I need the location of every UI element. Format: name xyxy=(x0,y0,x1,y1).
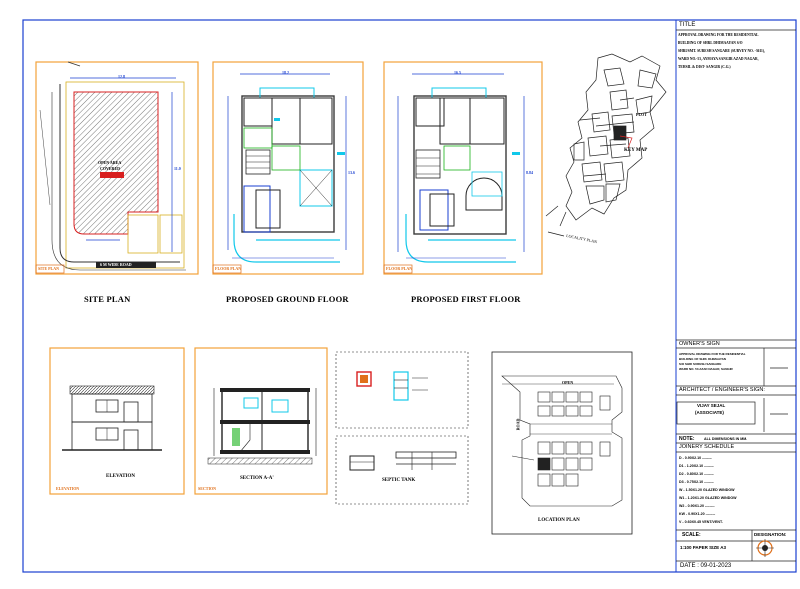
site-center-label: OPEN AREA xyxy=(98,160,122,165)
dim-label: 12.8 xyxy=(118,74,125,79)
site-plan-panel xyxy=(35,61,199,275)
dim-label: 16.5 xyxy=(454,70,461,75)
title-heading: TITLE xyxy=(679,22,696,28)
joinery-row: V - 0.60X0.45 VENT/VENT. xyxy=(679,520,723,524)
joinery-row: W1 - 1.20X1.20 GLAZED WINDOW xyxy=(679,496,737,500)
title-line: WARD NO.-53, AYMAYA SANGIR AZAD NAGAR, xyxy=(678,57,759,61)
first-floor-panel xyxy=(383,61,543,275)
owner-address-line: WARD NO. 53 AZAD NAGAR, SANGIR xyxy=(679,367,733,371)
location-plan-title: LOCATION PLAN xyxy=(538,518,580,523)
note-text: ALL DIMENSIONS IN MM. xyxy=(704,437,748,441)
architect-reg: (ASSOCIATE) xyxy=(695,410,724,415)
joinery-row: KW - 0.90X1.20 -------- xyxy=(679,512,716,516)
joinery-row: D2 - 0.80X2.10 -------- xyxy=(679,472,714,476)
title-block-grid xyxy=(676,29,796,562)
dim-label: 11.0 xyxy=(174,166,181,171)
joinery-row: W - 1.50X1.20 GLAZED WINDOW xyxy=(679,488,735,492)
road-label: ROAD xyxy=(515,418,521,431)
elevation-tag: ELEVATION xyxy=(56,486,80,491)
ground-floor-tag: FLOOR PLAN xyxy=(215,266,242,271)
joinery-row: D1 - 1.20X2.10 -------- xyxy=(679,464,714,468)
note-label: NOTE: xyxy=(679,436,695,442)
key-map-label: KEY MAP xyxy=(624,148,648,153)
elevation-title: ELEVATION xyxy=(106,474,135,479)
architect-name: VIJAY SEJAL xyxy=(697,403,726,408)
elevation-panel xyxy=(49,347,185,495)
date-label: DATE : 09-01-2023 xyxy=(680,563,732,569)
site-sub-label: COVERED xyxy=(100,166,121,171)
joinery-heading: JOINERY SCHEDULE xyxy=(679,444,735,450)
section-tag: SECTION xyxy=(198,486,217,491)
key-map xyxy=(545,53,667,237)
designation-label: DESIGNATION: xyxy=(754,532,787,537)
dim-label: 8.84 xyxy=(526,170,533,175)
septic-tank-title: SEPTIC TANK xyxy=(382,478,416,483)
joinery-schedule: D - 0.90X2.10 -------- D1 - 1.20X2.10 --… xyxy=(679,454,737,526)
location-plan-panel xyxy=(491,351,633,535)
owner-address-block: APPROVAL DRAWING FOR THE RESIDENTIAL BUI… xyxy=(679,352,746,372)
dim-label: 13.6 xyxy=(348,170,355,175)
dim-label: 18.2 xyxy=(282,70,289,75)
architect-sign-label: ARCHITECT / ENGINEER'S SIGN: xyxy=(679,387,765,393)
scale-label: SCALE: xyxy=(682,532,701,538)
title-line: BUILDING OF SHRI. DHIMAAYAN S/O xyxy=(678,41,743,45)
owner-sign-label: OWNER'S SIGN xyxy=(679,341,720,347)
joinery-row: W2 - 0.90X1.20 -------- xyxy=(679,504,715,508)
first-floor-tag: FLOOR PLAN xyxy=(386,266,413,271)
owner-address-line: BUILDING OF SHRI. DHIMAAYAN xyxy=(679,357,726,361)
title-line: APPROVAL DRAWING FOR THE RESIDENTIAL xyxy=(678,33,759,37)
plot-label: PLOT xyxy=(636,112,647,117)
joinery-row: D - 0.90X2.10 -------- xyxy=(679,456,712,460)
owner-address-line: S/O SHRI SURESH SANGARE xyxy=(679,362,722,366)
scale-value: 1:100 PAPER SIZE A3 xyxy=(680,545,727,550)
section-panel xyxy=(194,347,328,495)
road-note: 6 M WIDE ROAD xyxy=(100,262,132,267)
site-plan-title: SITE PLAN xyxy=(84,294,131,304)
section-title: SECTION A-A' xyxy=(240,476,274,481)
detail-panel xyxy=(335,351,469,429)
owner-address-line: APPROVAL DRAWING FOR THE RESIDENTIAL xyxy=(679,352,746,356)
septic-tank-panel xyxy=(335,435,469,505)
ground-floor-panel xyxy=(212,61,364,275)
title-line: TEHSIL & DIST- SANGIR (C.G.) xyxy=(678,65,731,69)
site-plan-tag: SITE PLAN xyxy=(38,266,60,271)
title-text-block: APPROVAL DRAWING FOR THE RESIDENTIAL BUI… xyxy=(678,31,796,71)
open-label: OPEN xyxy=(562,380,574,385)
north-arrow-icon xyxy=(756,539,774,557)
first-floor-title: PROPOSED FIRST FLOOR xyxy=(411,294,521,304)
joinery-row: D3 - 0.75X2.10 -------- xyxy=(679,480,714,484)
sheet-frame xyxy=(22,19,797,573)
ground-floor-title: PROPOSED GROUND FLOOR xyxy=(226,294,349,304)
title-line: SHRI/SMT. SURESH SANGARE (SURVEY NO. -36… xyxy=(678,49,765,53)
